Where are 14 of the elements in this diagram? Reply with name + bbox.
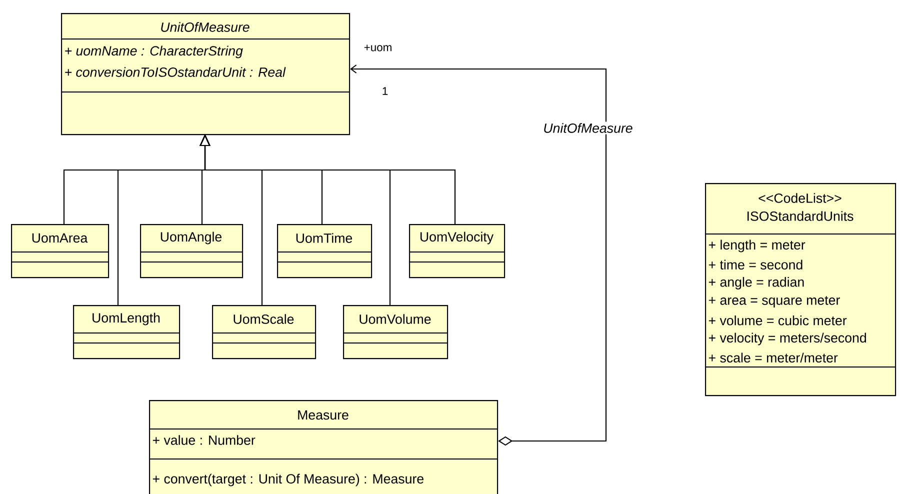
class-box: UnitOfMeasure + uomName : CharacterString + conversionToISOstandarUnit : Real [61, 13, 350, 136]
class-box: UomTime [277, 224, 372, 278]
class-box: UomAngle [140, 224, 244, 278]
role-label: +uom [364, 44, 392, 52]
role-label: 1 [382, 87, 388, 95]
edge-label: UnitOfMeasure [544, 123, 632, 133]
class-box: UomVolume [343, 305, 448, 360]
class-box: UomVelocity [409, 224, 506, 278]
class-box: <<CodeList>> ISOStandardUnits + length = meter + time = second + angle = radian + area = square meter + volume = cubic meter + velocity = meters/second + scale = meter/meter [705, 183, 896, 396]
class-box: UomScale [212, 305, 316, 360]
class-box: UomArea [11, 224, 110, 278]
class-box: Measure + value : Number + convert(target : Unit Of Measure) : Measure [149, 400, 498, 494]
class-box: UomLength [73, 305, 180, 360]
aggregation-arrow [350, 64, 607, 446]
